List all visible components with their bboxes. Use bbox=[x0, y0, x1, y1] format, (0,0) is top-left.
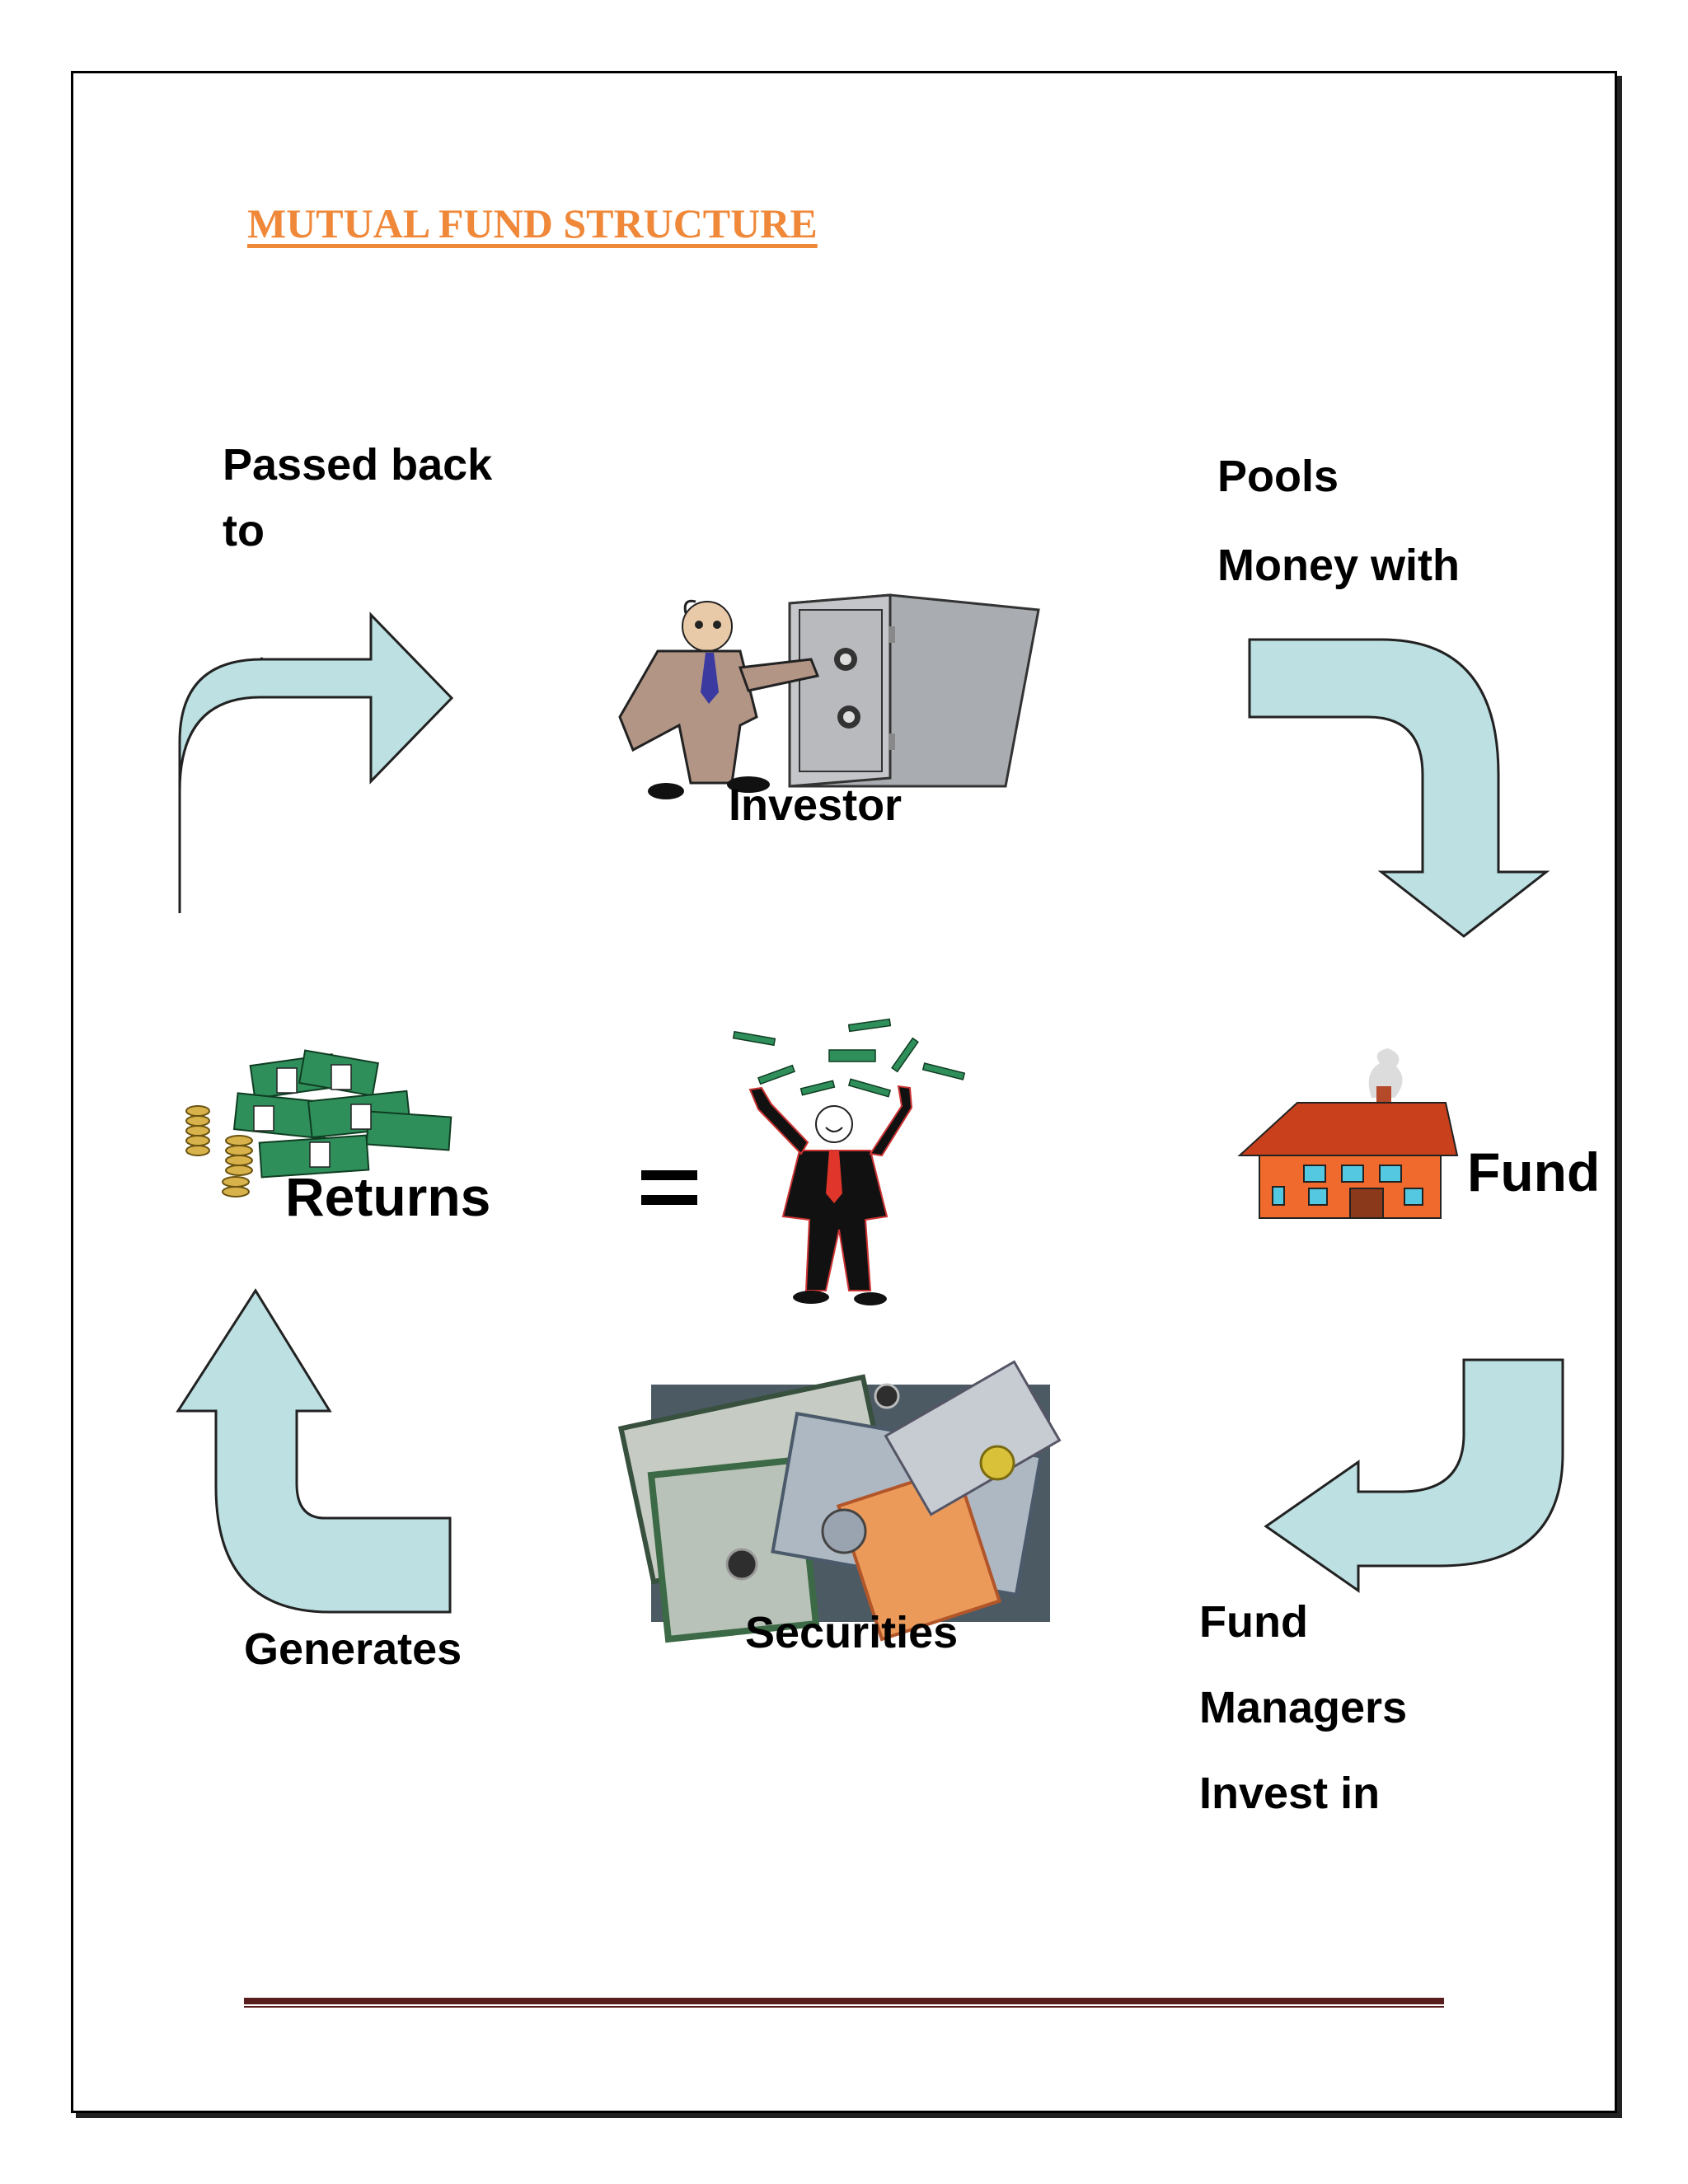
happy-man-icon bbox=[732, 1018, 966, 1305]
arrow-returns-to-investor bbox=[178, 612, 454, 913]
equals-sign bbox=[641, 1170, 697, 1220]
arrow-fund-to-securities bbox=[1264, 1358, 1564, 1593]
fund-managers-line-3: Invest in bbox=[1199, 1769, 1381, 1818]
investor-with-safe-icon bbox=[618, 593, 1040, 799]
pools-line-1: Pools bbox=[1217, 452, 1339, 501]
investor-label: Investor bbox=[729, 780, 903, 830]
securities-label: Securities bbox=[745, 1608, 959, 1657]
passed-back-line-2: to bbox=[223, 506, 265, 555]
securities-certificates-image bbox=[617, 1360, 1062, 1643]
page-border bbox=[71, 71, 1617, 2113]
pools-money-label: Pools Money with bbox=[1217, 432, 1460, 610]
fund-label: Fund bbox=[1467, 1141, 1601, 1202]
page-title: MUTUAL FUND STRUCTURE bbox=[247, 200, 818, 246]
house-icon bbox=[1237, 1048, 1459, 1219]
arrow-investor-to-fund bbox=[1248, 638, 1550, 938]
money-pile-icon bbox=[185, 1049, 452, 1197]
pools-line-2: Money with bbox=[1217, 541, 1460, 590]
footer-rule bbox=[244, 1998, 1444, 2008]
generates-label: Generates bbox=[244, 1624, 462, 1674]
fund-managers-label: Fund Managers Invest in bbox=[1199, 1579, 1407, 1836]
passed-back-label: Passed back to bbox=[223, 432, 492, 564]
returns-label: Returns bbox=[285, 1166, 491, 1227]
fund-managers-line-1: Fund bbox=[1199, 1597, 1308, 1647]
arrow-securities-to-returns bbox=[176, 1288, 452, 1614]
passed-back-line-1: Passed back bbox=[223, 440, 493, 490]
fund-managers-line-2: Managers bbox=[1199, 1683, 1408, 1732]
